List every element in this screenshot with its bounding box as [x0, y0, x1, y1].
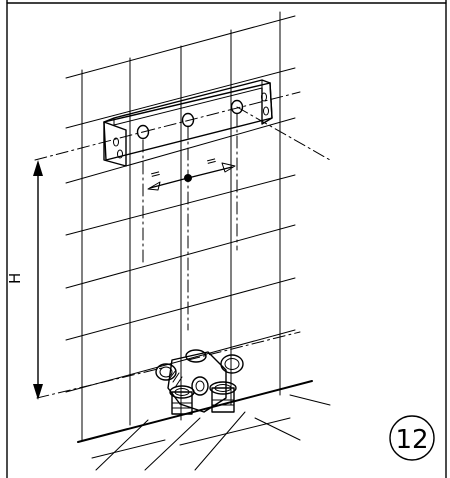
equal-mark-right: =: [204, 153, 218, 170]
mounting-bracket: [103, 79, 273, 167]
center-point-marker: [184, 174, 192, 182]
wall-tile-grid: [65, 11, 296, 441]
equal-mark-left: =: [148, 166, 162, 183]
centering-arrows: = =: [147, 153, 236, 191]
step-number-badge: 12: [389, 415, 435, 461]
height-dimension: H: [6, 160, 43, 400]
arrow-down-icon: [33, 384, 43, 400]
page-frame: [6, 0, 447, 478]
height-label: H: [6, 273, 24, 284]
bracket-hole-left: [136, 124, 150, 140]
floor: [77, 380, 331, 471]
center-lines: [34, 91, 331, 399]
step-number: 12: [395, 425, 428, 455]
valve-body: [155, 349, 244, 415]
arrow-up-icon: [33, 160, 43, 176]
